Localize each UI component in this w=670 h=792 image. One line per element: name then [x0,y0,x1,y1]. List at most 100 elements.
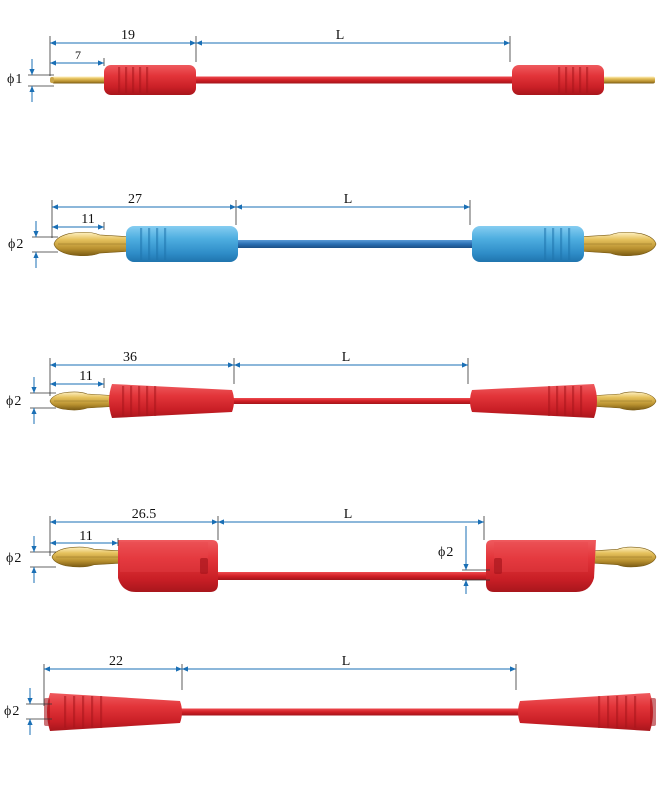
plug-housing-left [47,693,182,731]
cable-wire [178,708,522,716]
grip-rib [139,67,142,93]
arrow-head [510,666,516,672]
cable-5: 22 Lϕ2 [4,654,656,735]
arrow-head [31,546,37,552]
grip-rib [568,228,571,260]
arrow-head [50,519,56,525]
arrow-head [31,567,37,573]
grip-rib [146,386,149,416]
grip-rib [552,228,555,260]
arrow-head [52,224,58,230]
arrow-head [44,666,50,672]
banana-contact [579,231,657,257]
dimension-label-11: 11 [79,369,92,384]
diameter-symbol: ϕ [8,237,15,252]
arrow-head [29,86,35,92]
dimension-label-11: 11 [81,212,94,227]
pin-tip [50,77,54,83]
grip-rib [558,67,561,93]
arrow-head [33,252,39,258]
dimension-label-L: L [342,350,351,365]
diameter-label: ϕ2 [4,704,19,719]
dimension-label-26-5: 26.5 [132,507,157,522]
cable-wire [214,572,490,580]
arrow-head [464,204,470,210]
diameter-index: 2 [14,551,21,566]
grip-rib [156,228,159,260]
grip-rib [579,67,582,93]
grip-rib [154,386,157,416]
stack-socket [494,558,502,574]
cable-wire [190,76,520,84]
arrow-head [27,719,33,725]
grip-rib [564,386,567,416]
diameter-symbol: ϕ [6,551,13,566]
arrow-head [31,387,37,393]
socket-mouth [44,698,50,726]
cable-3: 36 11 Lϕ2 [6,350,657,424]
dimension-label-11: 11 [79,529,92,544]
dimension-label-L: L [342,654,351,669]
banana-contact [53,231,131,257]
grip-rib [164,228,167,260]
diameter-label: ϕ2 [8,237,23,252]
dimension-label-36: 36 [123,350,137,365]
diameter-symbol: ϕ [4,704,11,719]
grip-rib [138,386,141,416]
plug-housing-right [486,540,596,592]
arrow-head [176,666,182,672]
diameter-index: 2 [446,545,453,560]
arrow-head [50,40,56,46]
diameter-label: ϕ1 [7,72,22,87]
housing-body [118,540,218,592]
grip-rib [616,696,619,728]
gold-pin [598,76,655,84]
cable-wire [230,398,474,404]
arrow-head [236,204,242,210]
arrow-head [52,204,58,210]
arrow-head [463,580,469,586]
arrow-head [182,666,188,672]
arrow-head [50,540,56,546]
housing-face [494,542,588,572]
arrow-head [98,381,104,387]
plug-housing-left [126,226,238,262]
gold-pin [52,76,110,84]
dimension-label-22: 22 [109,654,123,669]
grip-rib [140,228,143,260]
arrow-head [27,698,33,704]
grip-rib [544,228,547,260]
banana-contact [51,546,123,568]
arrow-head [50,60,56,66]
grip-rib [580,386,583,416]
grip-rib [634,696,637,728]
plug-housing-right [518,693,653,731]
arrow-head [462,362,468,368]
arrow-head [478,519,484,525]
housing-body [486,540,596,592]
grip-rib [118,67,121,93]
banana-contact [591,546,657,568]
arrow-head [212,519,218,525]
grip-rib [565,67,568,93]
grip-rib [130,386,133,416]
arrow-head [31,408,37,414]
grip-rib [598,696,601,728]
arrow-head [196,40,202,46]
grip-rib [82,696,85,728]
plug-housing-right [470,384,597,418]
grip-rib [73,696,76,728]
banana-contact [595,391,657,411]
grip-rib [64,696,67,728]
diameter-index: 2 [14,394,21,409]
arrow-head [234,362,240,368]
diameter-label: ϕ2 [6,394,21,409]
arrow-head [504,40,510,46]
diameter-index: 2 [12,704,19,719]
diameter-symbol: ϕ [6,394,13,409]
grip-rib [607,696,610,728]
diameter-label: ϕ2 [6,551,21,566]
arrow-head [230,204,236,210]
